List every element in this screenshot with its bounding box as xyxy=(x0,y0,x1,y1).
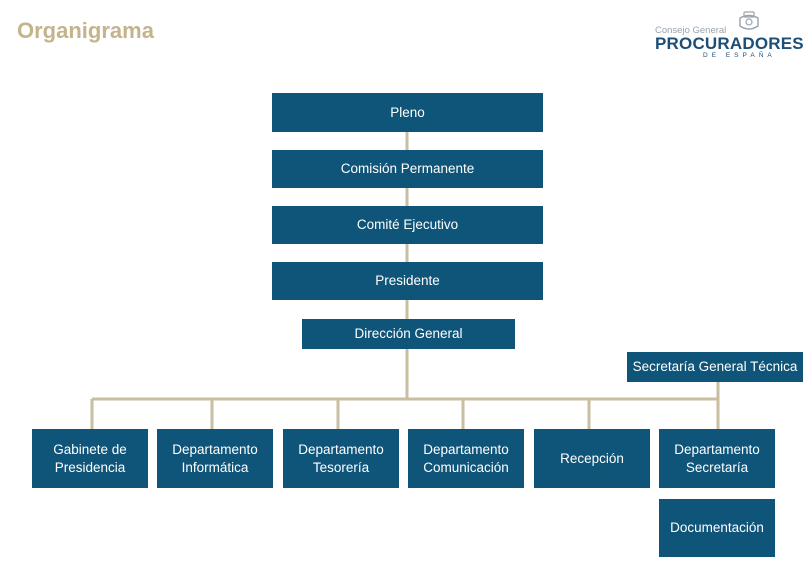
org-node-presidente: Presidente xyxy=(272,262,543,300)
org-node-comite-ejecutivo: Comité Ejecutivo xyxy=(272,206,543,244)
org-node-comision-permanente: Comisión Permanente xyxy=(272,150,543,188)
org-node-documentacion: Documentación xyxy=(659,499,775,557)
logo: Consejo General PROCURADORES DE ESPAÑA xyxy=(655,10,804,62)
logo-line1: Consejo General xyxy=(655,25,727,36)
page-title: Organigrama xyxy=(17,18,154,43)
org-node-secretaria-general-tecnica: Secretaría General Técnica xyxy=(627,352,803,382)
org-node-recepcion: Recepción xyxy=(534,429,650,488)
logo-line2: PROCURADORES xyxy=(655,34,804,53)
org-node-direccion-general: Dirección General xyxy=(302,319,515,349)
crest-icon xyxy=(739,11,759,30)
org-node-pleno: Pleno xyxy=(272,93,543,132)
logo-line3: DE ESPAÑA xyxy=(703,52,776,59)
